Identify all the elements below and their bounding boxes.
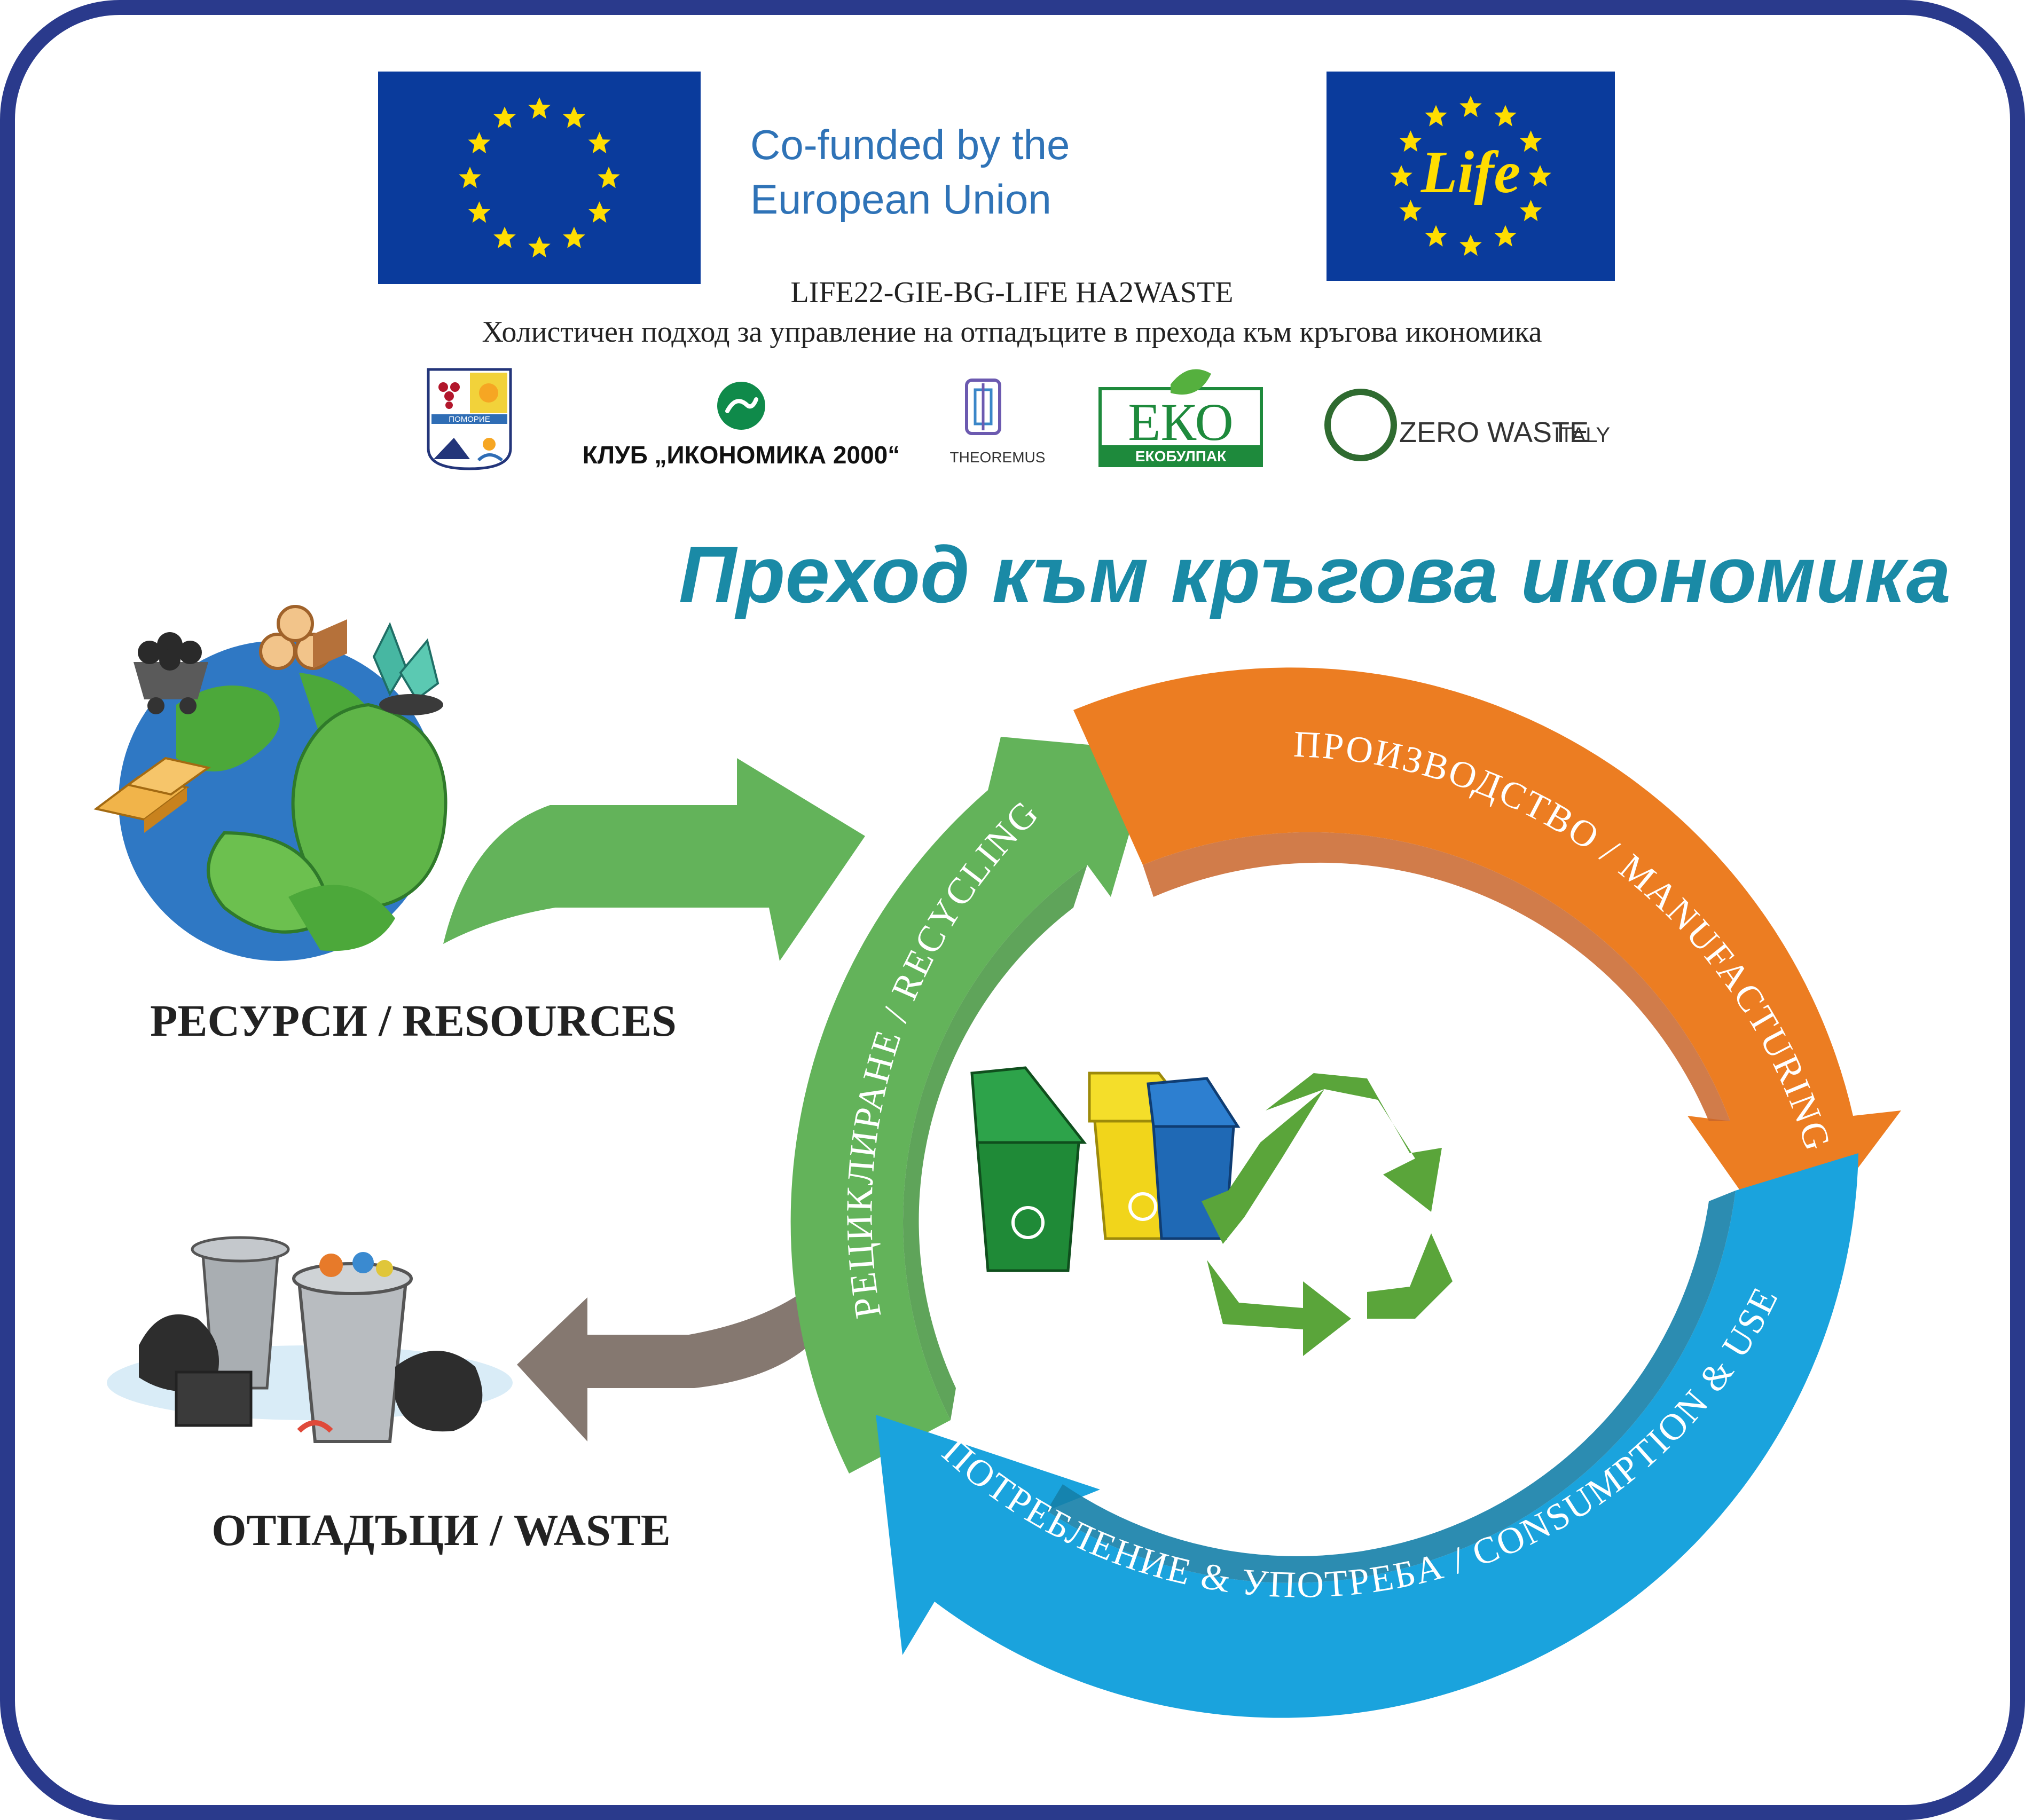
trash-can-icon xyxy=(297,1280,408,1443)
pomorie-label: ПОМОРИЕ xyxy=(449,415,490,424)
club-economics-2000-logo: КЛУБ „ИКОНОМИКА 2000“ xyxy=(583,382,900,469)
logs-icon xyxy=(259,605,347,670)
consumption-arc xyxy=(876,1153,1858,1718)
life-logo-text: Life xyxy=(1420,139,1521,206)
eu-cofunded-line2: European Union xyxy=(750,176,1051,223)
ekobulpak-logo: ЕКО ЕКОБУЛПАК xyxy=(1098,369,1263,467)
resources-illustration xyxy=(93,605,448,961)
life-logo: Life xyxy=(1327,72,1615,281)
recycling-arc-shade xyxy=(902,865,1087,1420)
manufacturing-arc-shade xyxy=(1143,832,1730,1121)
gold-bars-icon xyxy=(93,757,211,833)
pomorie-crest-logo: ПОМОРИЕ xyxy=(427,368,512,470)
zerowaste-sub: ITALY xyxy=(1554,423,1610,447)
recycling-arc xyxy=(790,737,1153,1474)
eu-flag-logo xyxy=(378,72,701,284)
zerowaste-main: ZERO WASTE xyxy=(1399,416,1589,448)
eko-sub: ЕКОБУЛПАК xyxy=(1135,448,1227,464)
coal-cart-icon xyxy=(134,632,208,714)
eko-main: ЕКО xyxy=(1128,392,1234,452)
manufacturing-arc xyxy=(1073,667,1901,1260)
project-subtitle: Холистичен подход за управление на отпад… xyxy=(482,316,1542,349)
waste-arrow xyxy=(517,1271,829,1441)
diagram-title: Преход към кръгова икономика xyxy=(679,530,1951,619)
theoremus-logo: THEOREMUS xyxy=(950,379,1046,466)
club-name: КЛУБ „ИКОНОМИКА 2000“ xyxy=(583,441,900,469)
broken-monitor-icon xyxy=(175,1370,253,1427)
recycle-icon xyxy=(1202,1073,1453,1356)
waste-illustration xyxy=(107,1236,513,1443)
waste-label: ОТПАДЪЦИ / WASTE xyxy=(211,1506,671,1555)
crystals-icon xyxy=(372,622,443,715)
zero-waste-italy-logo: ZERO WASTE ITALY xyxy=(1324,389,1610,461)
eu-cofunded-line1: Co-funded by the xyxy=(750,121,1070,168)
consumption-arc-shade xyxy=(1047,1191,1736,1583)
resources-arrow xyxy=(443,758,865,961)
theoremus-name: THEOREMUS xyxy=(950,449,1046,466)
project-code: LIFE22-GIE-BG-LIFE HA2WASTE xyxy=(791,276,1234,309)
resources-label: РЕСУРСИ / RESOURCES xyxy=(150,996,677,1046)
